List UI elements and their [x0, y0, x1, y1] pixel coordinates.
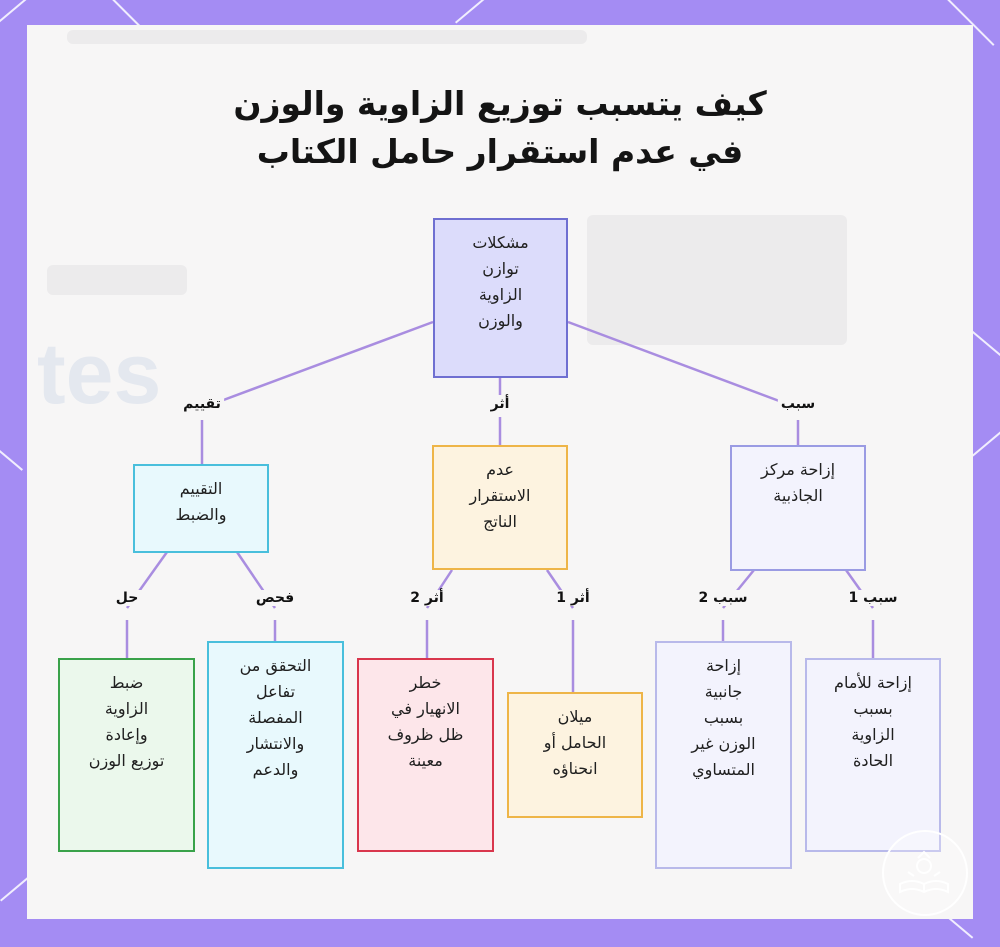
edge-label-cause-1: سبب 1 [845, 590, 901, 606]
background-watermark-text: tes [37, 326, 162, 422]
background-decoration [67, 30, 587, 44]
node-root: مشكلات توازن الزاوية والوزن [433, 218, 568, 378]
node-lateral-shift: إزاحة جانبية بسبب الوزن غير المتساوي [655, 641, 792, 869]
edge-label-effect-2: أثر 2 [407, 590, 447, 606]
edge-label-solution: حل [112, 590, 142, 606]
node-instability: عدم الاستقرار الناتج [432, 445, 568, 570]
node-tilt: ميلان الحامل أو انحناؤه [507, 692, 643, 818]
node-adjust: ضبط الزاوية وإعادة توزيع الوزن [58, 658, 195, 852]
edge-label-cause: سبب [777, 396, 819, 412]
background-decoration [587, 215, 847, 345]
node-forward-shift-label: إزاحة للأمام بسبب الزاوية الحادة [834, 673, 912, 770]
node-collapse-risk-label: خطر الانهيار في ظل ظروف معينة [387, 673, 464, 770]
node-gravity-shift-label: إزاحة مركز الجاذبية [761, 460, 836, 505]
link-root-cause [567, 320, 799, 410]
edge-label-evaluation: تقييم [180, 396, 224, 412]
node-evaluation: التقييم والضبط [133, 464, 269, 553]
edge-label-cause-2: سبب 2 [695, 590, 751, 606]
edge-label-effect-1: أثر 1 [553, 590, 593, 606]
node-adjust-label: ضبط الزاوية وإعادة توزيع الوزن [88, 673, 165, 770]
frame-decoration-line [970, 330, 1000, 358]
title-line-2: في عدم استقرار حامل الكتاب [256, 132, 744, 171]
node-check: التحقق من تفاعل المفصلة والانتشار والدعم [207, 641, 344, 869]
background-decoration [47, 265, 187, 295]
frame-decoration-line [972, 429, 1000, 457]
page-title: كيف يتسبب توزيع الزاوية والوزن في عدم اس… [27, 80, 973, 176]
node-tilt-label: ميلان الحامل أو انحناؤه [543, 707, 607, 778]
node-instability-label: عدم الاستقرار الناتج [469, 460, 531, 531]
title-line-1: كيف يتسبب توزيع الزاوية والوزن [233, 84, 767, 123]
diagram-panel: tes كيف يتسبب توزيع الزاوية والوزن في عد… [27, 25, 973, 919]
node-evaluation-label: التقييم والضبط [175, 479, 227, 524]
node-check-label: التحقق من تفاعل المفصلة والانتشار والدعم [239, 656, 312, 779]
frame-decoration-line [455, 0, 495, 24]
book-logo-icon [899, 850, 949, 894]
edge-label-effect: أثر [487, 396, 513, 412]
node-gravity-shift: إزاحة مركز الجاذبية [730, 445, 866, 571]
node-root-label: مشكلات توازن الزاوية والوزن [472, 233, 529, 330]
link-root-evaluation [201, 320, 434, 410]
node-forward-shift: إزاحة للأمام بسبب الزاوية الحادة [805, 658, 941, 852]
node-lateral-shift-label: إزاحة جانبية بسبب الوزن غير المتساوي [691, 656, 756, 779]
edge-label-inspection: فحص [252, 590, 298, 606]
frame-decoration-line [0, 450, 23, 471]
connector-lines [125, 320, 875, 692]
node-collapse-risk: خطر الانهيار في ظل ظروف معينة [357, 658, 494, 852]
logo [882, 830, 968, 916]
